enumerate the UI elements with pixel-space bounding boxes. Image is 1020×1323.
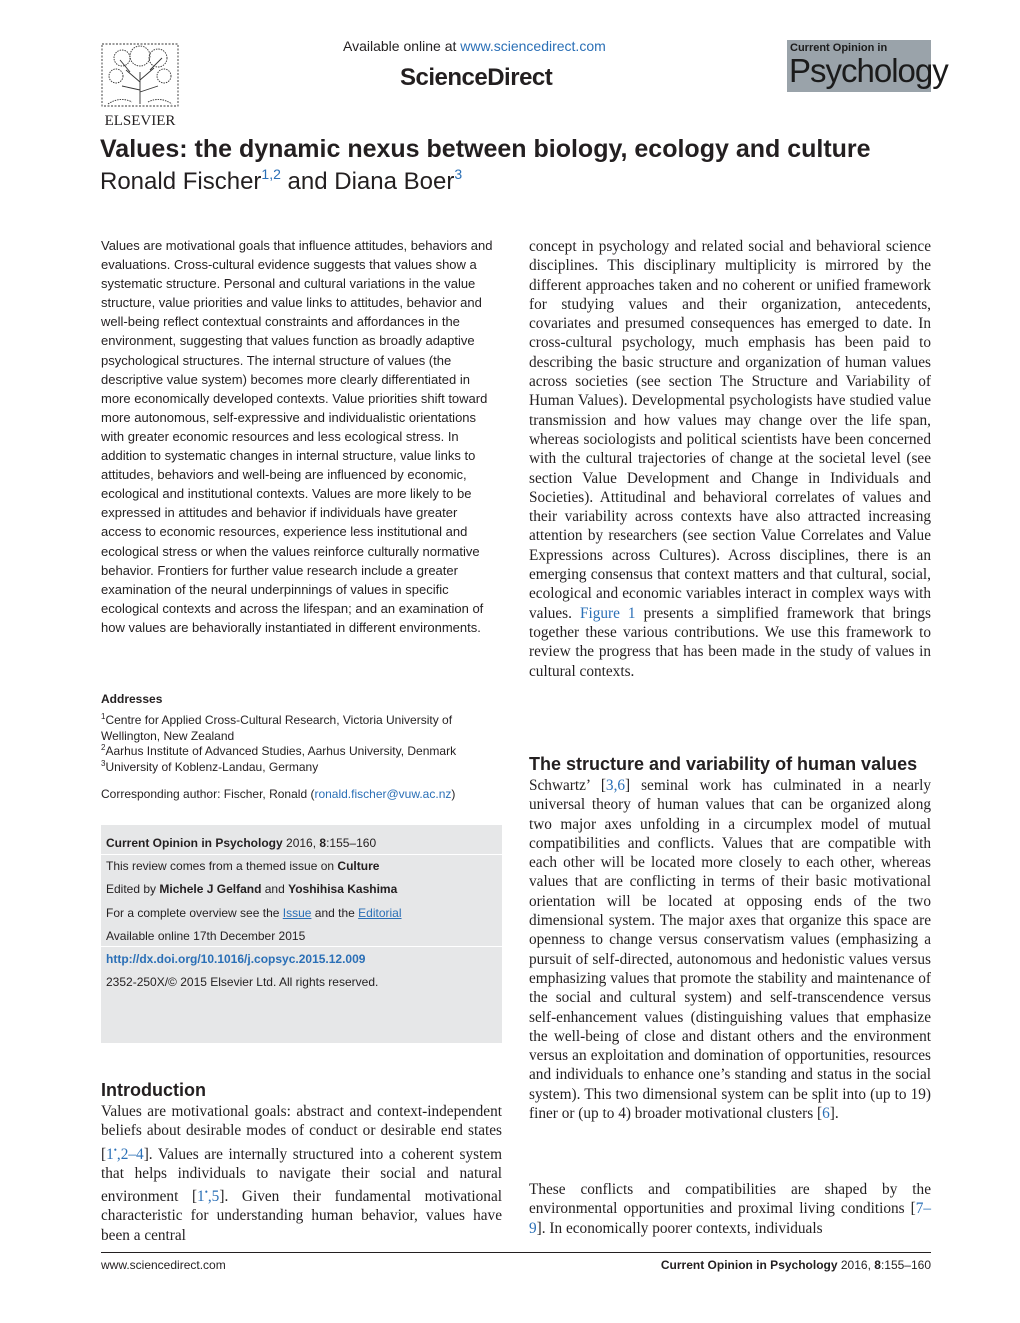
- figure-1-link[interactable]: Figure 1: [579, 604, 636, 622]
- footer-year: 2016,: [837, 1258, 875, 1272]
- author-separator: and: [280, 168, 335, 195]
- elsevier-wordmark: ELSEVIER: [105, 113, 176, 128]
- author-1-affiliation[interactable]: 1,2: [261, 166, 281, 182]
- ref-link[interactable]: 1: [197, 1188, 205, 1206]
- info-divider: [101, 946, 502, 947]
- author-2-affiliation[interactable]: 3: [454, 166, 463, 182]
- info-volume: 8: [319, 836, 327, 850]
- sciencedirect-link[interactable]: www.sciencedirect.com: [460, 38, 606, 54]
- address-3-text: University of Koblenz-Landau, Germany: [105, 760, 319, 774]
- address-1-text: Centre for Applied Cross-Cultural Resear…: [101, 713, 453, 743]
- author-line: Ronald Fischer1,2 and Diana Boer3: [100, 166, 462, 196]
- introduction-heading: Introduction: [101, 1080, 206, 1100]
- address-3: 3University of Koblenz-Landau, Germany: [101, 756, 496, 776]
- footer-pages: :155–160: [880, 1258, 931, 1272]
- intro-text-1: Values are motivational goals: abstract …: [101, 1103, 502, 1163]
- footer-website: www.sciencedirect.com: [101, 1258, 226, 1272]
- body-text: ].: [829, 1105, 839, 1123]
- ref-link[interactable]: 3,6: [605, 777, 626, 794]
- author-1: Ronald Fischer: [100, 168, 262, 195]
- introduction-paragraph: Values are motivational goals: abstract …: [101, 1102, 502, 1245]
- info-doi: http://dx.doi.org/10.1016/j.copsyc.2015.…: [106, 952, 365, 966]
- body-text: ] seminal work has culminated in a nearl…: [529, 777, 931, 1123]
- address-1: 1Centre for Applied Cross-Cultural Resea…: [101, 709, 496, 744]
- info-theme-prefix: This review comes from a themed issue on: [106, 859, 338, 873]
- elsevier-tree-logo: ELSEVIER: [101, 43, 179, 128]
- article-title: Values: the dynamic nexus between biolog…: [100, 135, 871, 163]
- editorial-link[interactable]: Editorial: [358, 906, 402, 920]
- journal-logo: Current Opinion in Psychology: [787, 40, 949, 92]
- info-available-online: Available online 17th December 2015: [106, 929, 306, 943]
- ref-star: •: [113, 1144, 117, 1155]
- doi-link[interactable]: http://dx.doi.org/10.1016/j.copsyc.2015.…: [106, 952, 366, 966]
- article-info-box: Current Opinion in Psychology 2016, 8:15…: [101, 825, 502, 1043]
- info-overview: For a complete overview see the Issue an…: [106, 906, 402, 920]
- address-3-number: 3: [101, 759, 106, 768]
- author-2: Diana Boer: [334, 168, 455, 195]
- footer-divider: [101, 1252, 931, 1253]
- corresponding-suffix: ): [451, 787, 456, 801]
- info-overview-prefix: For a complete overview see the: [106, 906, 283, 920]
- info-copyright: 2352-250X/© 2015 Elsevier Ltd. All right…: [106, 975, 379, 989]
- footer-journal: Current Opinion in Psychology: [660, 1258, 838, 1272]
- addresses-heading: Addresses: [101, 692, 163, 706]
- body-paragraph: Schwartz’ [3,6] seminal work has culmina…: [529, 776, 931, 1123]
- body-text: Schwartz’ [: [529, 777, 606, 794]
- intro-text-3: ]. Given their fundamental motivational …: [101, 1188, 502, 1244]
- abstract: Values are motivational goals that influ…: [101, 238, 493, 635]
- info-theme-name: Culture: [337, 859, 380, 873]
- info-edited-prefix: Edited by: [106, 882, 160, 896]
- ref-link[interactable]: 7–9: [529, 1200, 931, 1237]
- ref-link[interactable]: 6: [822, 1105, 830, 1123]
- info-edited-and: and: [261, 882, 289, 896]
- available-online: Available online at www.sciencedirect.co…: [343, 38, 606, 54]
- body-text: These conflicts and compatibilities are …: [529, 1181, 931, 1218]
- info-editor-2: Yoshihisa Kashima: [288, 882, 398, 896]
- journal-logo-main: Psychology: [789, 52, 949, 89]
- info-theme: This review comes from a themed issue on…: [106, 859, 379, 873]
- info-editors: Edited by Michele J Gelfand and Yoshihis…: [106, 882, 397, 896]
- body-text: presents a simplified framework that bri…: [529, 604, 931, 680]
- body-text: ]. In economically poorer contexts, indi…: [536, 1219, 823, 1237]
- body-paragraph: concept in psychology and related social…: [529, 237, 931, 681]
- corresponding-author: Corresponding author: Fischer, Ronald (r…: [101, 787, 455, 801]
- ref-link[interactable]: ,2–4: [116, 1145, 144, 1163]
- issue-link[interactable]: Issue: [282, 906, 312, 920]
- body-paragraph: These conflicts and compatibilities are …: [529, 1180, 931, 1238]
- body-text: concept in psychology and related social…: [529, 238, 931, 622]
- journal-logo-top: Current Opinion in: [790, 42, 888, 54]
- info-journal: Current Opinion in Psychology: [106, 836, 283, 850]
- address-2-text: Aarhus Institute of Advanced Studies, Aa…: [105, 744, 457, 758]
- corresponding-prefix: Corresponding author: Fischer, Ronald (: [101, 787, 315, 801]
- corresponding-email-link[interactable]: ronald.fischer@vuw.ac.nz: [314, 787, 452, 801]
- ref-star: •: [204, 1187, 208, 1198]
- ref-link[interactable]: ,5: [207, 1188, 220, 1206]
- sciencedirect-brand: ScienceDirect: [400, 64, 553, 91]
- info-divider: [101, 854, 502, 855]
- info-editor-1: Michele J Gelfand: [159, 882, 262, 896]
- info-citation: Current Opinion in Psychology 2016, 8:15…: [106, 836, 376, 850]
- available-prefix: Available online at: [343, 38, 461, 54]
- footer-volume: 8: [874, 1258, 881, 1272]
- address-1-number: 1: [101, 712, 106, 721]
- footer-citation: Current Opinion in Psychology 2016, 8:15…: [640, 1258, 931, 1272]
- section-heading: The structure and variability of human v…: [529, 754, 918, 774]
- info-pages: :155–160: [326, 836, 377, 850]
- address-2: 2Aarhus Institute of Advanced Studies, A…: [101, 740, 496, 760]
- ref-link[interactable]: 1: [106, 1145, 114, 1163]
- info-year: 2016,: [282, 836, 320, 850]
- intro-text-2: ]. Values are internally structured into…: [101, 1145, 502, 1206]
- info-overview-and: and the: [311, 906, 359, 920]
- address-2-number: 2: [101, 743, 106, 752]
